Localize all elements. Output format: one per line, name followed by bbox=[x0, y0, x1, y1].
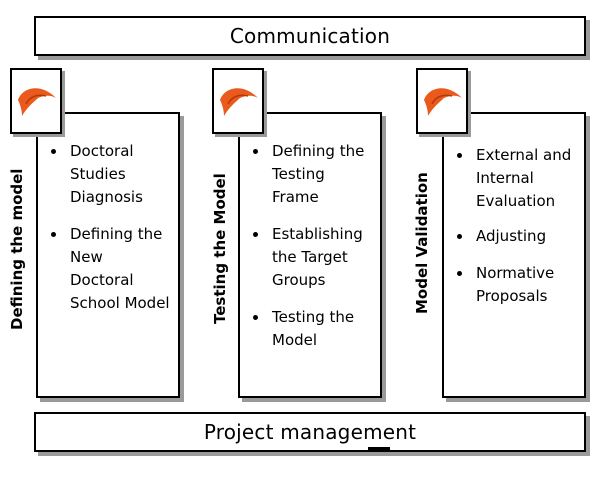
project-management-bar: Project management bbox=[34, 412, 586, 452]
panel-model-validation bbox=[442, 112, 586, 398]
column-title: Testing the Model bbox=[211, 173, 229, 324]
list-item: Doctoral Studies Diagnosis bbox=[50, 140, 170, 209]
bullet-icon bbox=[457, 234, 462, 239]
communication-bar: Communication bbox=[34, 16, 586, 56]
orange-flame-logo-icon bbox=[424, 88, 462, 116]
bullet-icon bbox=[253, 315, 258, 320]
list-item: Testing the Model bbox=[252, 306, 374, 352]
column-title: Defining the model bbox=[8, 168, 26, 330]
flame-logo-box bbox=[212, 68, 264, 134]
communication-label: Communication bbox=[229, 24, 391, 48]
bullet-icon bbox=[457, 153, 462, 158]
item-text: Adjusting bbox=[476, 227, 547, 245]
item-text: Defining the Testing Frame bbox=[272, 142, 365, 206]
bullet-icon bbox=[51, 232, 56, 237]
orange-flame-logo-icon bbox=[220, 88, 258, 116]
list-item: Adjusting bbox=[456, 225, 580, 248]
orange-flame-logo-icon bbox=[18, 88, 56, 116]
bullet-icon bbox=[457, 271, 462, 276]
bar-divider bbox=[368, 447, 390, 450]
list-item: External and Internal Evaluation bbox=[456, 144, 580, 213]
panel-testing-the-model bbox=[238, 112, 382, 398]
item-text: Establishing the Target Groups bbox=[272, 225, 363, 289]
flame-logo-box bbox=[10, 68, 62, 134]
panel-defining-the-model bbox=[36, 112, 180, 398]
item-text: Testing the Model bbox=[272, 308, 355, 349]
list-item: Defining the Testing Frame bbox=[252, 140, 374, 209]
project-management-label: Project management bbox=[203, 420, 417, 444]
bullet-icon bbox=[253, 232, 258, 237]
list-item: Establishing the Target Groups bbox=[252, 223, 374, 292]
list-item: Defining the New Doctoral School Model bbox=[50, 223, 170, 315]
item-text: External and Internal Evaluation bbox=[476, 146, 572, 210]
column-title: Model Validation bbox=[413, 172, 431, 314]
bullet-icon bbox=[253, 149, 258, 154]
flame-logo-box bbox=[416, 68, 468, 134]
list-item: Normative Proposals bbox=[456, 262, 580, 308]
item-text: Defining the New Doctoral School Model bbox=[70, 225, 170, 312]
item-text: Normative Proposals bbox=[476, 264, 555, 305]
item-text: Doctoral Studies Diagnosis bbox=[70, 142, 143, 206]
bullet-icon bbox=[51, 149, 56, 154]
